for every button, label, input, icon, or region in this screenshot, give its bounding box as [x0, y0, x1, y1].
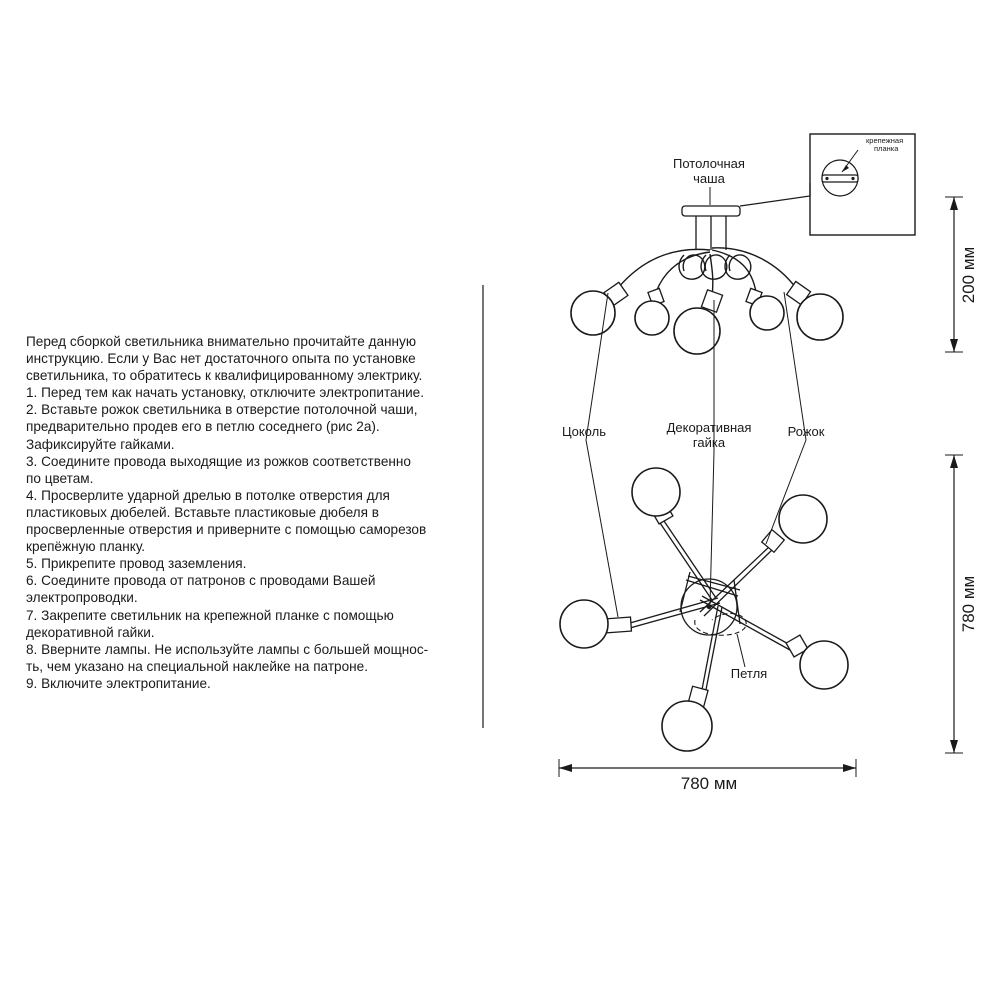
- ceiling-cup-label-2: чаша: [693, 171, 725, 186]
- decorative-nut-label-1: Декоративная: [667, 420, 752, 435]
- instruction-line: 1. Перед тем как начать установку, отклю…: [26, 385, 425, 401]
- decorative-nut-label-2: гайка: [693, 435, 726, 450]
- bulb: [799, 640, 849, 690]
- dimension-200: 200 мм: [945, 196, 978, 353]
- instruction-line: Перед сборкой светильника внимательно пр…: [26, 334, 417, 349]
- instruction-line: крепёжную планку.: [26, 539, 146, 555]
- bulb: [749, 295, 785, 331]
- instruction-line: 8. Вверните лампы. Не используйте лампы …: [26, 641, 429, 657]
- bulb: [661, 700, 713, 752]
- instruction-line: по цветам.: [26, 470, 94, 486]
- instruction-line: электропроводки.: [26, 590, 138, 606]
- dimension-780-vertical-label: 780 мм: [959, 576, 978, 632]
- bulb: [673, 307, 721, 355]
- loop-label: Петля: [731, 666, 767, 681]
- side-view: [570, 205, 844, 355]
- dimension-780-horizontal: 780 мм: [558, 759, 857, 793]
- ceiling-cup-label-1: Потолочная: [673, 156, 745, 171]
- mounting-plate-label-2: планка: [874, 144, 899, 153]
- assembly-instructions: Перед сборкой светильника внимательно пр…: [26, 333, 478, 692]
- bulb: [796, 293, 844, 341]
- instruction-line: 6. Соедините провода от патронов с прово…: [26, 573, 376, 589]
- dimension-780-vertical: 780 мм: [945, 454, 978, 754]
- bulb: [634, 300, 670, 336]
- top-view: [559, 467, 849, 752]
- instruction-line: ть, чем указано на специальной наклейке …: [26, 658, 369, 674]
- instruction-line: 4. Просверлите ударной дрелью в потолке …: [26, 487, 390, 503]
- dimension-780-horizontal-label: 780 мм: [681, 774, 737, 793]
- arm-label: Рожок: [788, 424, 825, 439]
- instruction-line: 5. Прикрепите провод заземления.: [26, 556, 247, 572]
- instruction-line: пластиковых дюбелей. Вставьте пластиковы…: [26, 504, 379, 520]
- bulb: [559, 599, 609, 649]
- instruction-line: инструкцию. Если у Вас нет достаточного …: [26, 351, 416, 367]
- mounting-plate-inset: крепежная планка: [739, 133, 916, 236]
- instruction-line: предварительно продев его в петлю соседн…: [26, 419, 380, 435]
- instruction-line: декоративной гайки.: [26, 624, 155, 640]
- instruction-line: Зафиксируйте гайками.: [26, 436, 175, 452]
- dimension-200-label: 200 мм: [959, 247, 978, 303]
- bulb: [570, 290, 616, 336]
- instruction-line: просверленные отверстия и приверните с п…: [26, 522, 427, 538]
- instruction-line: 7. Закрепите светильник на крепежной пла…: [26, 607, 394, 623]
- bulb: [778, 494, 828, 544]
- bulb: [631, 467, 681, 517]
- instruction-line: 2. Вставьте рожок светильника в отверсти…: [26, 402, 418, 418]
- mounting-plate-label-1: крепежная: [866, 136, 903, 145]
- instruction-line: 9. Включите электропитание.: [26, 675, 211, 691]
- instruction-line: 3. Соедините провода выходящие из рожков…: [26, 453, 411, 469]
- instruction-line: светильника, то обратитесь к квалифициро…: [26, 368, 423, 384]
- ceiling-cup: [681, 205, 741, 217]
- socket-base-label: Цоколь: [562, 424, 606, 439]
